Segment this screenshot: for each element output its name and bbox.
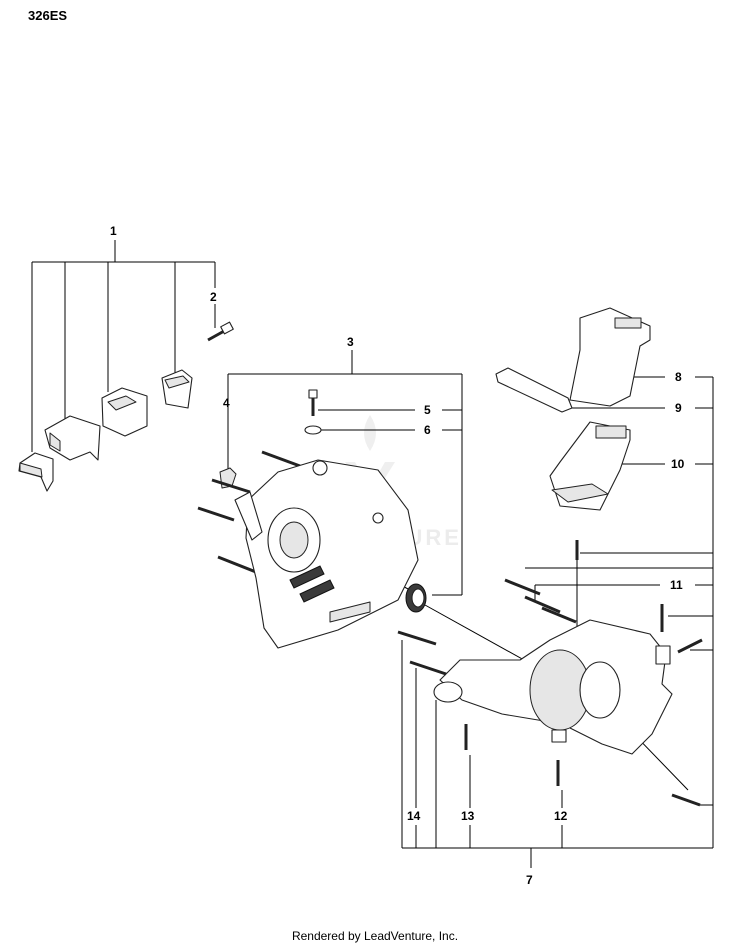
callout-10: 10 xyxy=(671,457,685,471)
callout-6: 6 xyxy=(424,423,431,437)
crankcase-screws xyxy=(197,450,301,574)
part-14-screws xyxy=(397,630,447,676)
callout-4: 4 xyxy=(223,396,230,410)
callout-3: 3 xyxy=(347,335,354,349)
callout-7: 7 xyxy=(526,873,533,887)
callout-14: 14 xyxy=(407,809,421,823)
callout-2: 2 xyxy=(210,290,217,304)
part-8-bracket xyxy=(569,307,651,407)
part-3-crankcase-half xyxy=(234,459,419,649)
part-6-ring xyxy=(304,425,322,435)
callout-9: 9 xyxy=(675,401,682,415)
callout-12: 12 xyxy=(554,809,568,823)
callouts: 1 2 3 4 5 6 7 8 9 10 11 12 13 14 xyxy=(110,224,685,887)
part-11-screws xyxy=(504,540,703,654)
callout-8: 8 xyxy=(675,370,682,384)
part-9-plate xyxy=(495,367,573,413)
footer-credit: Rendered by LeadVenture, Inc. xyxy=(291,929,459,943)
model-title: 326ES xyxy=(28,8,68,23)
part-7-crankcase xyxy=(433,619,673,755)
part-2-screw xyxy=(207,321,234,342)
part-10-bracket xyxy=(549,421,631,511)
callout-13: 13 xyxy=(461,809,475,823)
part-1-clamp-set xyxy=(18,369,193,492)
crankshaft-seal xyxy=(405,583,427,613)
callout-5: 5 xyxy=(424,403,431,417)
callout-1: 1 xyxy=(110,224,117,238)
callout-11: 11 xyxy=(670,578,683,592)
part-5-screw xyxy=(308,389,318,416)
bottom-right-screw xyxy=(671,793,701,807)
